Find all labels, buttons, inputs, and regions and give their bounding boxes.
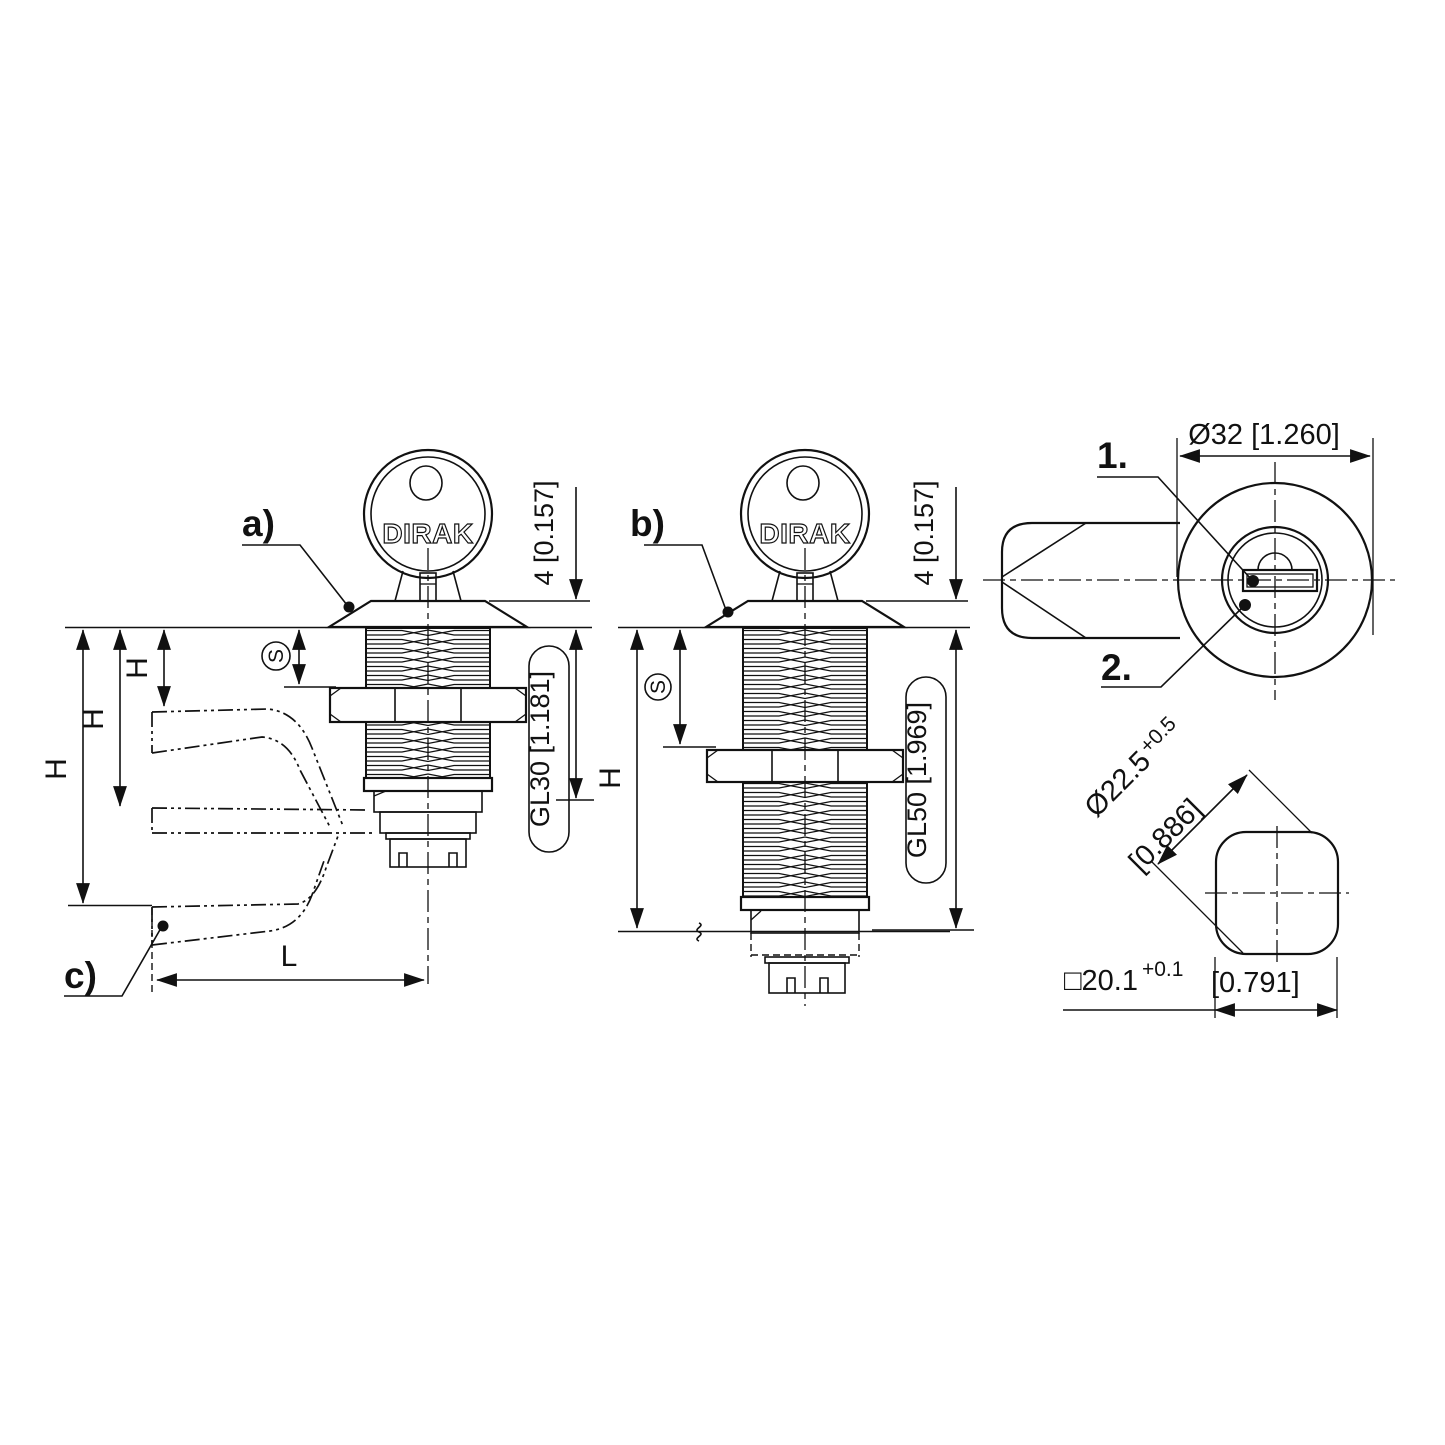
outer-diameter-label: Ø32 [1.260] — [1188, 419, 1340, 451]
dimension-h-b: H — [594, 629, 644, 929]
view-b-side-elevation: DIRAK — [594, 448, 974, 1006]
view-mounting-cutout: Ø22.5+0.5 [0.886] □20.1+0.1 [0.791] — [1063, 712, 1349, 1018]
dimension-thread-length-b: GL50 [1.969] — [872, 629, 974, 931]
head-height-b-label: 4 [0.157] — [909, 480, 939, 585]
keyring-hole-icon — [786, 465, 820, 501]
h3-label: H — [40, 758, 73, 780]
l-label: L — [281, 940, 298, 973]
keyring-hole-icon — [409, 465, 443, 501]
view-a-side-elevation: DIRAK — [40, 448, 594, 997]
h-b-label: H — [594, 767, 627, 789]
leader-2: 2. — [1101, 599, 1251, 688]
view-front-face: Ø32 [1.260] 1. 2. — [983, 419, 1395, 700]
thread-length-a-label: GL30 [1.181] — [525, 671, 555, 827]
dimension-head-height-b: 4 [0.157] — [866, 480, 968, 602]
dimension-head-height-a: 4 [0.157] — [489, 480, 590, 602]
leader-b: b) — [630, 503, 734, 618]
dimension-h3: H — [40, 629, 152, 907]
dimension-s-a: S — [261, 629, 336, 688]
head-height-a-label: 4 [0.157] — [529, 480, 559, 585]
label-c: c) — [64, 955, 97, 996]
washer-b — [764, 956, 850, 964]
label-b: b) — [630, 503, 665, 544]
dimension-s-b: S — [644, 629, 716, 748]
dimension-square-size: □20.1+0.1 [0.791] — [1063, 957, 1338, 1018]
s-a-label: S — [265, 649, 288, 663]
leader-1: 1. — [1097, 435, 1259, 587]
key-a: DIRAK — [362, 448, 494, 602]
key-b: DIRAK — [739, 448, 871, 602]
thread-length-b-label: GL50 [1.969] — [902, 702, 932, 858]
dimension-l: L — [151, 908, 425, 996]
dimension-h1: H — [121, 629, 171, 707]
callout-2-label: 2. — [1101, 647, 1132, 688]
cam-nut-b — [768, 962, 846, 994]
label-a: a) — [242, 503, 275, 544]
square-size-label: □20.1+0.1 — [1064, 958, 1183, 997]
leader-a: a) — [242, 503, 355, 613]
s-b-label: S — [647, 680, 670, 694]
key-b-engraving: DIRAK — [759, 518, 850, 549]
corner-inch-label: [0.886] — [1123, 793, 1208, 878]
dimension-thread-length-a: GL30 [1.181] — [525, 629, 594, 853]
h2-label: H — [77, 708, 110, 730]
cam-positions-phantom — [151, 708, 372, 946]
h1-label: H — [121, 657, 154, 679]
callout-1-label: 1. — [1097, 435, 1128, 476]
key-a-engraving: DIRAK — [382, 518, 473, 549]
square-inch-label: [0.791] — [1211, 967, 1300, 999]
leader-c: c) — [64, 920, 169, 997]
break-symbol — [696, 922, 702, 942]
dimension-outer-diameter: Ø32 [1.260] — [1176, 419, 1374, 635]
